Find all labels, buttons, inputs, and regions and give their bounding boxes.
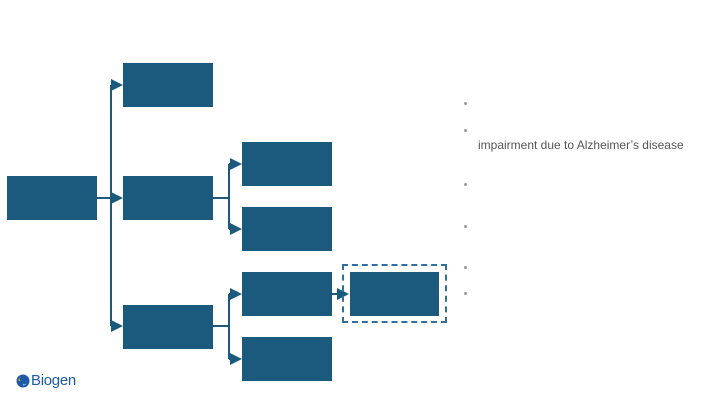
bullet-text-2: impairment due to Alzheimer’s disease <box>478 138 684 152</box>
bullet-marker-5 <box>464 266 467 269</box>
biogen-logo-icon <box>16 374 30 388</box>
level1-bottom-box <box>123 305 213 349</box>
level2-middle-a-box <box>242 142 332 186</box>
level3-highlighted-box <box>350 272 439 316</box>
level2-bottom-a-box <box>242 272 332 316</box>
bullet-marker-6 <box>464 292 467 295</box>
root-box <box>7 176 97 220</box>
bullet-marker-3 <box>464 183 467 186</box>
bullet-marker-2 <box>464 129 467 132</box>
biogen-logo-text: Biogen <box>31 372 76 389</box>
biogen-logo: Biogen <box>16 373 76 388</box>
level2-middle-b-box <box>242 207 332 251</box>
highlight-frame <box>342 264 447 323</box>
level2-bottom-b-box <box>242 337 332 381</box>
bullet-marker-4 <box>464 225 467 228</box>
level1-middle-box <box>123 176 213 220</box>
level1-top-box <box>123 63 213 107</box>
bullet-marker-1 <box>464 102 467 105</box>
